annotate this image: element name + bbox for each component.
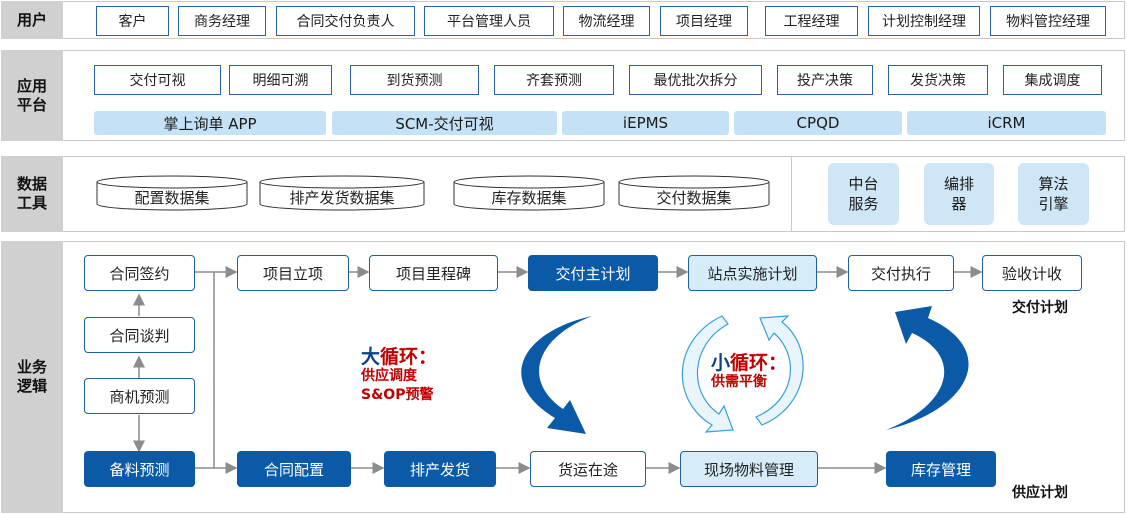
big-loop-title: 大循环： — [361, 342, 437, 369]
cylinder-scheduling-shipping-dataset — [259, 182, 425, 211]
user-business-manager[interactable]: 商务经理 — [178, 6, 266, 36]
node-contract-negotiation[interactable]: 合同谈判 — [84, 317, 195, 353]
node-scheduling-shipping[interactable]: 排产发货 — [384, 451, 496, 487]
node-inventory-management[interactable]: 库存管理 — [886, 451, 996, 487]
dataset-scheduling-shipping[interactable]: 排产发货数据集 — [289, 188, 395, 207]
small-loop-title-rest: 循环： — [730, 352, 788, 374]
cylinder-inventory-dataset — [453, 182, 605, 211]
platform-scm-delivery-visibility[interactable]: SCM-交付可视 — [332, 111, 557, 135]
app-production-decision[interactable]: 投产决策 — [777, 65, 873, 95]
node-project-initiation[interactable]: 项目立项 — [237, 255, 349, 291]
platform-mobile-inquiry-app[interactable]: 掌上询单 APP — [94, 111, 326, 135]
node-delivery-execution[interactable]: 交付执行 — [848, 255, 954, 291]
big-loop-line2: S&OP预警 — [361, 387, 434, 403]
cylinder-scheduling-shipping-dataset-top — [259, 175, 425, 189]
node-site-implementation-plan[interactable]: 站点实施计划 — [688, 255, 817, 291]
node-site-material-management[interactable]: 现场物料管理 — [680, 451, 818, 487]
user-logistics-manager[interactable]: 物流经理 — [563, 6, 650, 36]
supply-plan-label: 供应计划 — [1012, 485, 1068, 501]
dataset-config[interactable]: 配置数据集 — [134, 188, 210, 207]
app-integrated-scheduling[interactable]: 集成调度 — [1003, 65, 1102, 95]
node-project-milestone[interactable]: 项目里程碑 — [369, 255, 498, 291]
user-material-control-manager[interactable]: 物料管控经理 — [990, 6, 1106, 36]
user-platform-admin[interactable]: 平台管理人员 — [424, 6, 554, 36]
dataset-inventory[interactable]: 库存数据集 — [491, 188, 567, 207]
user-engineering-manager[interactable]: 工程经理 — [765, 6, 858, 36]
node-contract-signing[interactable]: 合同签约 — [84, 255, 195, 291]
app-detail-traceability[interactable]: 明细可溯 — [229, 65, 332, 95]
user-contract-delivery-lead[interactable]: 合同交付负责人 — [276, 6, 415, 36]
app-delivery-visibility[interactable]: 交付可视 — [94, 65, 221, 95]
data-tools-divider — [791, 156, 792, 232]
data-tools-band-label: 数据 工具 — [1, 156, 63, 232]
small-loop-title: 小循环： — [711, 348, 787, 375]
small-loop-arrow-up — [755, 315, 804, 426]
app-shipping-decision[interactable]: 发货决策 — [888, 65, 988, 95]
app-kit-forecast[interactable]: 齐套预测 — [494, 65, 614, 95]
service-algorithm-engine[interactable]: 算法 引擎 — [1018, 163, 1089, 225]
small-loop-title-big: 小 — [711, 352, 731, 374]
node-master-delivery-plan[interactable]: 交付主计划 — [528, 255, 658, 291]
dataset-delivery[interactable]: 交付数据集 — [656, 188, 732, 207]
service-middle-platform[interactable]: 中台 服务 — [828, 163, 899, 225]
cylinder-config-dataset-top — [96, 175, 248, 189]
cylinder-delivery-dataset-top — [618, 175, 770, 189]
big-loop-title-rest: 循环： — [380, 346, 438, 368]
big-loop-arrow-up — [886, 306, 969, 430]
platform-iepms[interactable]: iEPMS — [562, 111, 729, 135]
users-band-label: 用户 — [1, 1, 63, 39]
cylinder-delivery-dataset — [618, 182, 770, 211]
small-loop-line1: 供需平衡 — [711, 374, 767, 390]
big-loop-arrow-down — [521, 316, 592, 434]
user-planning-control-manager[interactable]: 计划控制经理 — [868, 6, 980, 36]
cylinder-inventory-dataset-top — [453, 175, 605, 189]
platform-cpqd[interactable]: CPQD — [734, 111, 902, 135]
platform-icrm[interactable]: iCRM — [907, 111, 1106, 135]
user-project-manager[interactable]: 项目经理 — [660, 6, 748, 36]
user-customer[interactable]: 客户 — [96, 6, 169, 36]
node-goods-in-transit[interactable]: 货运在途 — [530, 451, 646, 487]
app-optimal-batch-split[interactable]: 最优批次拆分 — [629, 65, 762, 95]
node-material-prep-forecast[interactable]: 备料预测 — [84, 451, 195, 487]
cylinder-config-dataset — [96, 182, 248, 211]
big-loop-title-big: 大 — [361, 346, 381, 368]
node-acceptance-billing[interactable]: 验收计收 — [982, 255, 1082, 291]
big-loop-line1: 供应调度 — [361, 368, 417, 384]
app-platform-band-label: 应用 平台 — [1, 50, 63, 141]
service-orchestrator[interactable]: 编排 器 — [924, 163, 994, 225]
small-loop-arrow-down — [681, 315, 734, 433]
app-arrival-forecast[interactable]: 到货预测 — [350, 65, 479, 95]
node-opportunity-forecast[interactable]: 商机预测 — [84, 378, 195, 414]
business-logic-band-label: 业务 逻辑 — [1, 241, 63, 513]
node-contract-config[interactable]: 合同配置 — [237, 451, 351, 487]
delivery-plan-label: 交付计划 — [1012, 300, 1068, 316]
